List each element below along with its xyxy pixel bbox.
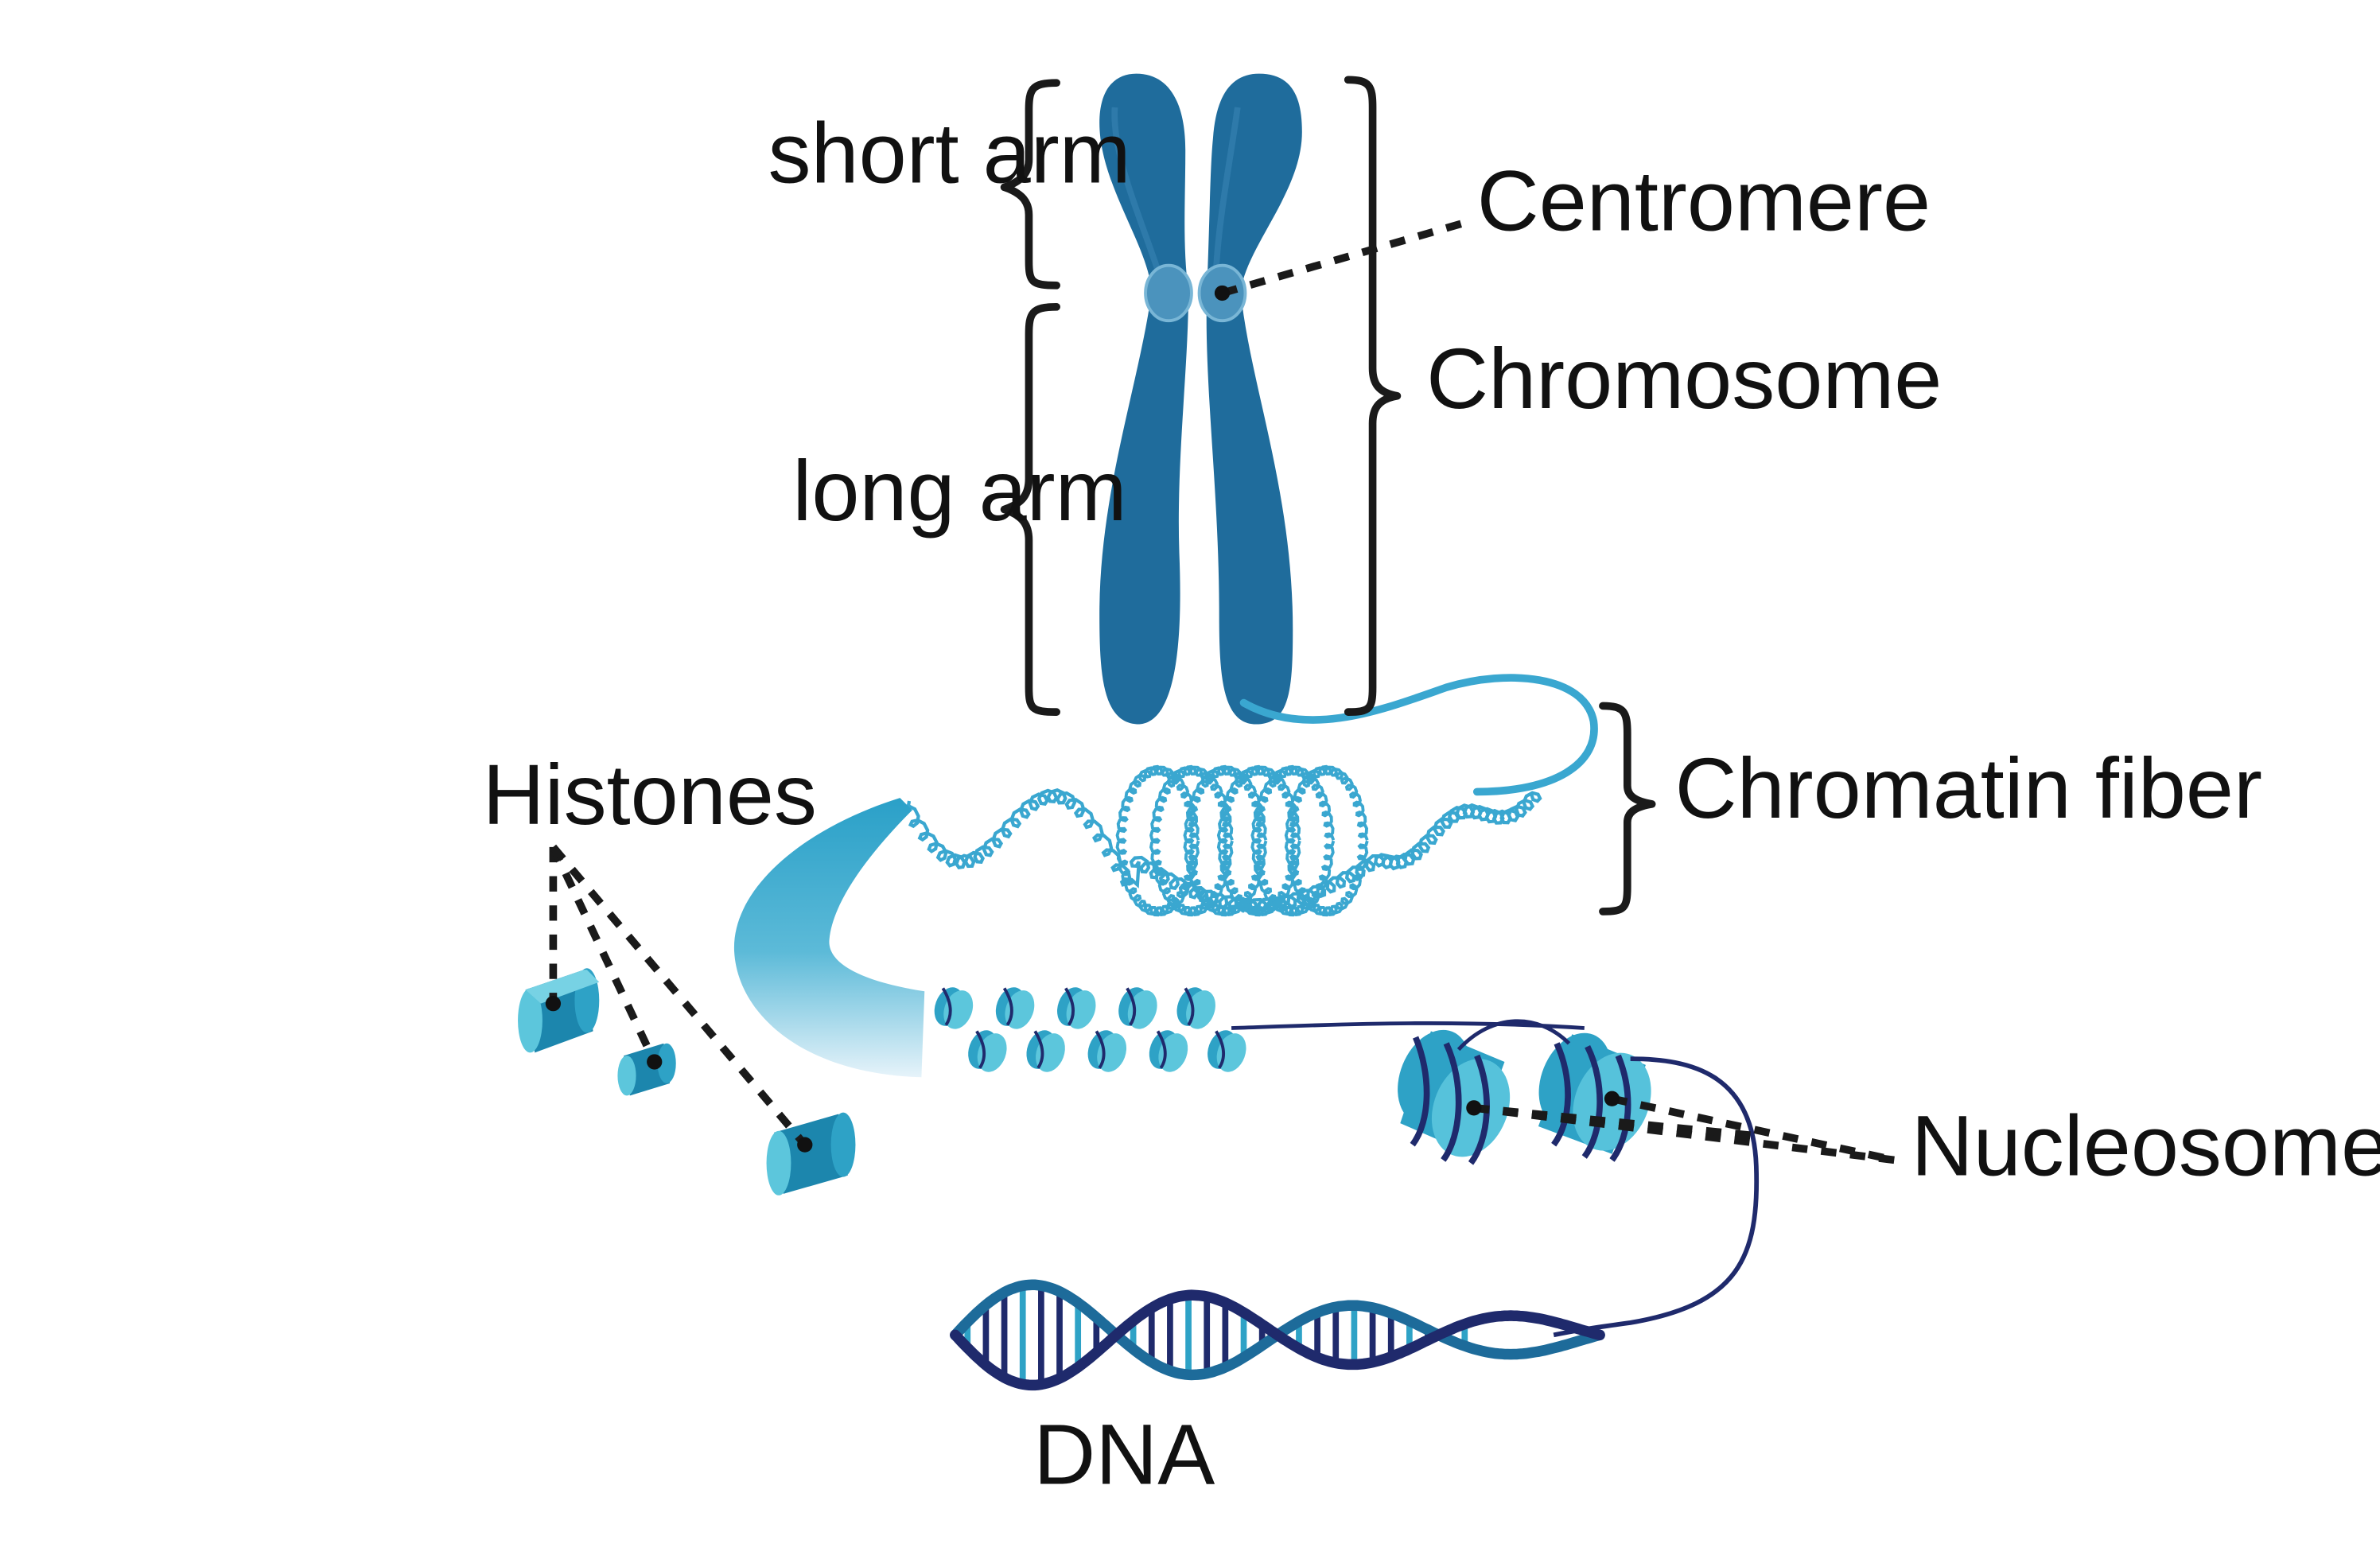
label-chromosome: Chromosome bbox=[1426, 330, 1942, 426]
nucleosome-pointer-2 bbox=[1604, 1091, 1620, 1106]
histone-pointer-2 bbox=[647, 1054, 663, 1070]
chromatin-loop bbox=[1284, 764, 1369, 917]
chromatid-right bbox=[1206, 73, 1302, 725]
nucleosome-bead bbox=[1057, 987, 1096, 1029]
label-centromere: Centromere bbox=[1477, 152, 1931, 248]
nucleosome-bead bbox=[1208, 1030, 1246, 1072]
dna-strand-link bbox=[1553, 1056, 1760, 1338]
nucleosome-leader-3 bbox=[1473, 1104, 1754, 1140]
histone-2 bbox=[617, 1043, 676, 1096]
label-short-arm: short arm bbox=[768, 105, 1130, 201]
linker-dna bbox=[1231, 1021, 1585, 1030]
short-arm-bracket bbox=[1000, 79, 1060, 290]
histone-leader-2 bbox=[550, 845, 659, 1064]
nucleosome-pointer-1 bbox=[1466, 1100, 1482, 1116]
chromatin-thread bbox=[1239, 674, 1598, 796]
centromere-pointer bbox=[1214, 285, 1231, 301]
dna-double-helix bbox=[950, 1279, 1605, 1391]
label-nucleosomes: Nucleosomes bbox=[1911, 1098, 2380, 1194]
centromere-leader bbox=[1221, 217, 1472, 297]
nucleosome-bead bbox=[1149, 1030, 1188, 1072]
histone-leader-3 bbox=[550, 844, 808, 1148]
nucleosome-bead bbox=[995, 987, 1035, 1029]
nucleosome-bead bbox=[1026, 1030, 1065, 1072]
chromatin-loops bbox=[1115, 764, 1369, 917]
chromatin-ribbon bbox=[733, 798, 925, 1078]
nucleosome-bead bbox=[1118, 987, 1157, 1029]
label-histones: Histones bbox=[483, 746, 817, 842]
nucleosome-bead bbox=[968, 1030, 1007, 1072]
chromosome-bracket bbox=[1344, 76, 1402, 716]
nucleosome-array bbox=[934, 987, 1246, 1072]
dna-backbone-navy bbox=[950, 1289, 1605, 1391]
nucleosome-bead bbox=[1087, 1030, 1127, 1072]
histone-pointer-3 bbox=[797, 1137, 813, 1153]
chromatid-left bbox=[1099, 73, 1189, 725]
chromosome bbox=[1099, 73, 1302, 725]
nucleosome-bead bbox=[1176, 987, 1215, 1029]
histone-pointer-1 bbox=[545, 996, 562, 1012]
histone-1 bbox=[518, 968, 600, 1053]
nucleosome-bead bbox=[934, 987, 974, 1029]
long-arm-bracket bbox=[1000, 303, 1060, 716]
label-chromatin-fiber: Chromatin fiber bbox=[1675, 740, 2262, 836]
label-long-arm: long arm bbox=[792, 442, 1126, 538]
label-dna: DNA bbox=[1033, 1406, 1215, 1502]
nucleosome-large-1 bbox=[1398, 1029, 1511, 1165]
nucleosome-large-2 bbox=[1538, 1032, 1651, 1162]
nucleosome-connector bbox=[1456, 1019, 1571, 1052]
centromere-left bbox=[1144, 263, 1193, 323]
histone-3 bbox=[766, 1112, 856, 1196]
nucleosome-leader-2 bbox=[1611, 1094, 1896, 1164]
chromatin-fiber-bracket bbox=[1599, 702, 1656, 916]
